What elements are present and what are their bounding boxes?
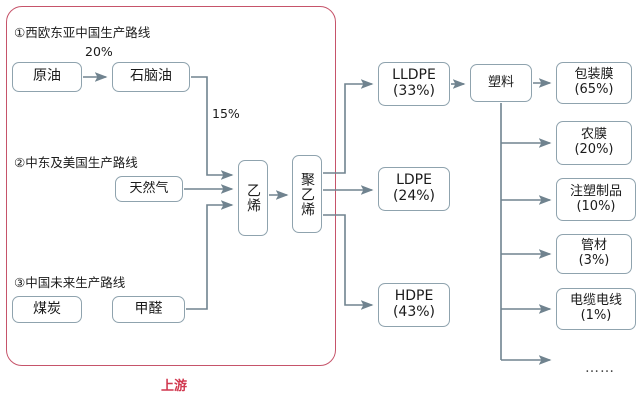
node-hdpe[interactable]: HDPE (43%)	[378, 283, 450, 327]
node-ldpe-line1: LDPE	[396, 172, 432, 189]
upstream-region-label: 上游	[160, 379, 187, 394]
upstream-region-boundary	[6, 6, 336, 366]
node-crude-oil-line1: 原油	[33, 68, 61, 85]
node-injection-molded-line2: (10%)	[576, 198, 616, 214]
node-ldpe[interactable]: LDPE (24%)	[378, 167, 450, 211]
section-label-route-3: ③中国未来生产路线	[14, 275, 126, 290]
node-cable-wire[interactable]: 电缆电线 (1%)	[556, 288, 636, 330]
node-polyethylene[interactable]: 聚乙烯	[292, 155, 322, 233]
more-products-ellipsis: ……	[585, 360, 615, 376]
node-lldpe[interactable]: LLDPE (33%)	[378, 62, 450, 106]
node-ethylene[interactable]: 乙烯	[238, 160, 268, 236]
node-natural-gas-line1: 天然气	[129, 180, 169, 196]
node-coal-line1: 煤炭	[33, 300, 61, 317]
node-hdpe-line1: HDPE	[394, 288, 434, 305]
node-cable-wire-line2: (1%)	[580, 308, 612, 323]
node-pipe-line2: (3%)	[578, 253, 610, 268]
node-packaging-film[interactable]: 包装膜 (65%)	[556, 62, 632, 104]
node-natural-gas[interactable]: 天然气	[115, 176, 183, 202]
node-agricultural-film-line1: 农膜	[580, 127, 607, 143]
node-polyethylene-label: 聚乙烯	[299, 171, 315, 217]
edge-pe-to-hdpe	[323, 214, 374, 310]
edge-label-naphtha-to-ethylene-yield: 15%	[212, 106, 240, 121]
node-ldpe-line2: (24%)	[392, 188, 436, 204]
node-lldpe-line1: LLDPE	[392, 67, 436, 84]
edge-label-crude-to-naphtha-yield: 20%	[85, 44, 113, 59]
node-naphtha[interactable]: 石脑油	[112, 62, 190, 92]
node-hdpe-line2: (43%)	[392, 304, 436, 320]
node-formaldehyde-line1: 甲醛	[134, 300, 163, 317]
node-pipe[interactable]: 管材 (3%)	[556, 234, 632, 274]
node-agricultural-film[interactable]: 农膜 (20%)	[556, 121, 632, 165]
section-label-route-2: ②中东及美国生产路线	[14, 155, 138, 170]
node-packaging-film-line2: (65%)	[574, 82, 614, 97]
node-lldpe-line2: (33%)	[392, 83, 436, 99]
node-naphtha-line1: 石脑油	[130, 68, 172, 85]
node-plastic-line1: 塑料	[487, 74, 514, 90]
edge-naphtha-to-ethylene	[191, 76, 234, 180]
node-cable-wire-line1: 电缆电线	[569, 293, 622, 309]
section-label-route-1: ①西欧东亚中国生产路线	[14, 25, 151, 40]
node-pipe-line1: 管材	[580, 238, 607, 254]
node-plastic[interactable]: 塑料	[470, 64, 532, 102]
node-ethylene-label: 乙烯	[245, 183, 261, 213]
node-agricultural-film-line2: (20%)	[574, 142, 614, 157]
edge-formaldehyde-to-ethylene	[186, 200, 234, 310]
node-coal[interactable]: 煤炭	[12, 296, 82, 323]
node-packaging-film-line1: 包装膜	[574, 67, 614, 83]
node-crude-oil[interactable]: 原油	[12, 62, 82, 92]
node-injection-molded-line1: 注塑制品	[569, 183, 622, 199]
node-formaldehyde[interactable]: 甲醛	[112, 296, 185, 323]
edge-pe-to-lldpe	[323, 79, 374, 174]
node-injection-molded[interactable]: 注塑制品 (10%)	[556, 178, 636, 221]
